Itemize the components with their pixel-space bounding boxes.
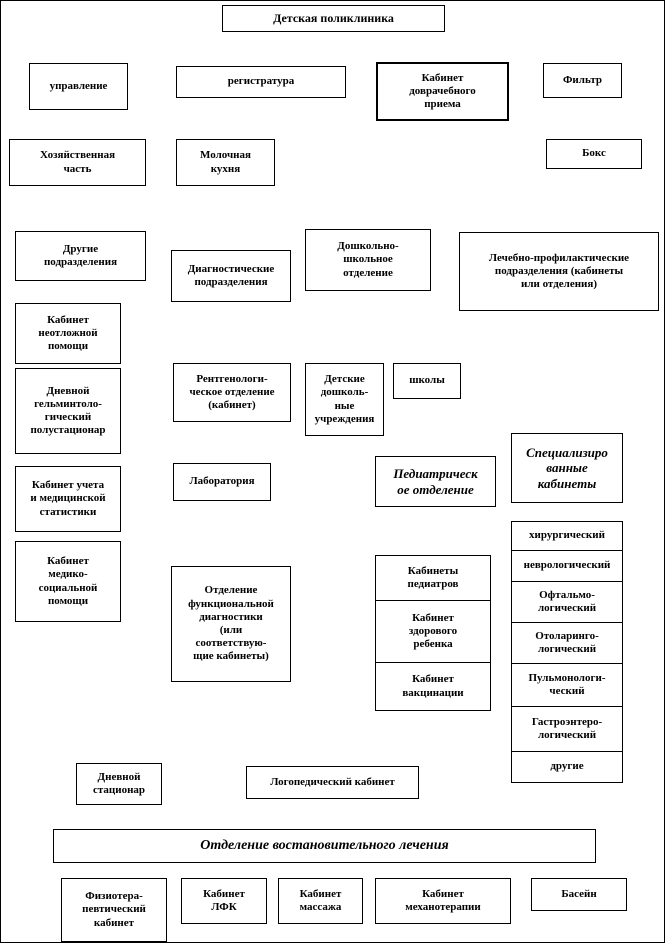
node-hozyaystvennaya-chast: Хозяйственная часть [9, 139, 146, 186]
node-pediatricheskoe-otdelenie: Педиатрическ ое отделение [375, 456, 496, 507]
node-lechebno-profilakticheskie: Лечебно-профилактические подразделения (… [459, 232, 659, 311]
node-doshkolno-shkolnoe-otdelenie: Дошкольно- школьное отделение [305, 229, 431, 291]
node-pulmonologicheskiy: Пульмонологи- ческий [511, 663, 623, 707]
node-dnevnoy-statsionar: Дневной стационар [76, 763, 162, 805]
node-boks: Бокс [546, 139, 642, 169]
node-logopedicheskiy-kabinet: Логопедический кабинет [246, 766, 419, 799]
node-kabinet-massazha: Кабинет массажа [278, 878, 363, 924]
node-oftalmologicheskiy: Офтальмо- логический [511, 581, 623, 623]
node-registratura: регистратура [176, 66, 346, 98]
node-kabinet-dovrachebnogo-priema: Кабинет доврачебного приема [376, 62, 509, 121]
node-nevrologicheskiy: неврологический [511, 550, 623, 582]
node-laboratoriya: Лаборатория [173, 463, 271, 501]
node-diagnosticheskie-podrazdeleniya: Диагностические подразделения [171, 250, 291, 302]
node-molochnaya-kuhnya: Молочная кухня [176, 139, 275, 186]
node-otolaringologicheskiy: Отоларинго- логический [511, 622, 623, 664]
node-upravlenie: управление [29, 63, 128, 110]
node-filtr: Фильтр [543, 63, 622, 98]
node-kabinet-mehanoterapii: Кабинет механотерапии [375, 878, 511, 924]
node-kabinet-ucheta-statistiki: Кабинет учета и медицинской статистики [15, 466, 121, 532]
node-baseyn: Басейн [531, 878, 627, 911]
node-gastroenterologicheskiy: Гастроэнтеро- логический [511, 706, 623, 752]
node-rentgenologicheskoe-otdelenie: Рентгенологи- ческое отделение (кабинет) [173, 363, 291, 422]
node-kabinet-vaktsinatsii: Кабинет вакцинации [375, 662, 491, 711]
node-otdelenie-funktsionalnoy-diagnostiki: Отделение функциональной диагностики (ил… [171, 566, 291, 682]
node-kabinety-pediatrov: Кабинеты педиатров [375, 555, 491, 601]
node-kabinet-mediko-sotsialnoy-pomoschi: Кабинет медико- социальной помощи [15, 541, 121, 622]
node-kabinet-lfk: Кабинет ЛФК [181, 878, 267, 924]
node-drugie-podrazdeleniya: Другие подразделения [15, 231, 146, 281]
node-shkoly: школы [393, 363, 461, 399]
node-spetsializirovannye-kabinety: Специализиро ванные кабинеты [511, 433, 623, 503]
node-otdelenie-vosstanovitelnogo-lecheniya: Отделение востановительного лечения [53, 829, 596, 863]
node-drugie: другие [511, 751, 623, 783]
node-hirurgicheskiy: хирургический [511, 521, 623, 551]
node-kabinet-neotlozhnoy-pomoschi: Кабинет неотложной помощи [15, 303, 121, 364]
node-fizioterapevticheskiy-kabinet: Физиотера- певтический кабинет [61, 878, 167, 942]
node-dnevnoy-gelmintologicheskiy-polustatsionar: Дневной гельминтоло- гический полустацио… [15, 368, 121, 454]
node-detskaya-poliklinika: Детская поликлиника [222, 5, 445, 32]
node-detskie-doshkolnye-uchrezhdeniya: Детские дошколь- ные учреждения [305, 363, 384, 436]
node-kabinet-zdorovogo-rebenka: Кабинет здорового ребенка [375, 600, 491, 663]
